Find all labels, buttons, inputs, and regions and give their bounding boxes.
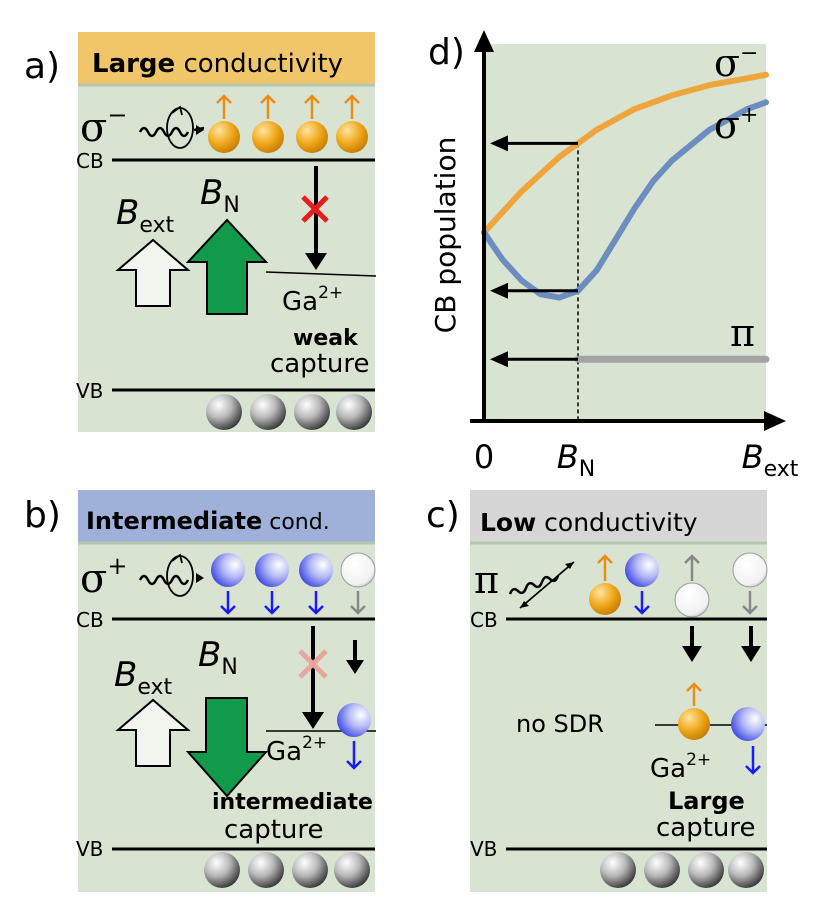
panel-c-background	[470, 490, 767, 892]
b-ext-up-arrow	[115, 238, 191, 307]
empty-state	[732, 552, 768, 588]
empty-state	[674, 582, 710, 618]
capture-arrow	[741, 646, 761, 662]
cb-electrons-a	[208, 94, 368, 153]
b-n-down-arrow	[185, 697, 269, 798]
blocked-cross-icon	[301, 195, 329, 223]
x-tick-bn: BN	[557, 438, 595, 482]
panel-a-header	[78, 32, 375, 84]
panel-c-tag: c)	[426, 495, 460, 536]
electron-spin-up	[208, 121, 240, 153]
vb-label-b: VB	[76, 837, 103, 861]
panel-d: d) CB population 0 BN Bext σ− σ+ π	[428, 30, 799, 482]
small-capture-arrow	[346, 660, 364, 674]
ga-label-c: Ga2+	[650, 750, 711, 784]
electron-spin-up	[296, 121, 328, 153]
capture-word-b: capture	[224, 815, 324, 845]
electron-spin-down	[255, 553, 289, 587]
cb-electrons-b	[211, 552, 376, 615]
b-ext-label-a: Bext	[116, 193, 174, 238]
readout-arrowhead-0	[490, 135, 508, 152]
capture-strength-a: weak	[293, 326, 359, 351]
captured-electron	[337, 703, 371, 737]
cb-electrons-c	[589, 552, 768, 618]
ga-label-a: Ga2+	[282, 283, 343, 317]
capture-word-c: capture	[656, 813, 756, 843]
chart-layer	[481, 71, 770, 421]
panel-d-tag: d)	[428, 32, 465, 73]
linear-polarization-icon	[519, 561, 575, 609]
panel-b-tag: b)	[24, 495, 61, 536]
electron-spin-down	[211, 553, 245, 587]
panel-b-header	[78, 490, 375, 542]
b-n-up-arrow	[185, 218, 269, 315]
photon-wave-icon	[508, 575, 560, 595]
x-label-bext: Bext	[742, 438, 799, 482]
panel-c-polarization: π	[474, 558, 499, 602]
panel-c: c) Low conductivity π CB no SDR	[426, 490, 768, 892]
photon-wave-icon	[138, 126, 190, 138]
series-line-0	[481, 71, 769, 236]
capture-word-a: capture	[270, 349, 370, 379]
y-axis-label: CB population	[429, 137, 462, 334]
y-axis-arrowhead	[474, 30, 494, 52]
b-n-label-a: BN	[200, 173, 240, 218]
spin-up-arrows	[216, 94, 360, 119]
panel-c-header	[470, 490, 767, 542]
panel-a-tag: a)	[24, 46, 60, 87]
series-label-pi: π	[730, 311, 755, 355]
photon-wave-icon	[138, 574, 190, 586]
cb-label-b: CB	[76, 608, 104, 632]
b-ext-up-arrow	[115, 698, 191, 767]
no-sdr-label: no SDR	[516, 710, 604, 738]
vb-label-c: VB	[470, 837, 497, 861]
empty-state	[340, 552, 376, 588]
electron-spin-up	[252, 121, 284, 153]
vb-electrons-b	[204, 852, 370, 888]
panel-a-polarization: σ−	[80, 101, 127, 151]
capture-arrow	[682, 646, 702, 662]
electron-spin-down	[299, 553, 333, 587]
electron-spin-up	[589, 583, 621, 615]
vb-label-a: VB	[76, 379, 103, 403]
x-axis-arrowhead	[764, 411, 786, 431]
series-label-sigma-minus: σ−	[714, 41, 758, 85]
readout-arrowhead-1	[490, 282, 508, 299]
series-label-sigma-plus: σ+	[714, 103, 758, 147]
cb-label-c: CB	[470, 608, 498, 632]
captured-electron-up	[678, 708, 710, 740]
panel-a: a) Large conductivity σ− CB	[24, 32, 377, 432]
panel-a-header-text: Large conductivity	[92, 49, 343, 79]
capture-strength-b: intermediate	[212, 790, 373, 815]
ga-label-b: Ga2+	[266, 733, 327, 767]
capture-strength-c: Large	[668, 787, 745, 815]
panel-b: b) Intermediate cond. σ+ CB	[24, 490, 376, 892]
readout-arrowhead-2	[490, 351, 508, 368]
electron-spin-down	[625, 553, 659, 587]
blocked-cross-icon	[298, 649, 328, 679]
electron-spin-up	[336, 121, 368, 153]
chart-plot-area	[484, 44, 766, 421]
spin-arrow-gray	[350, 591, 366, 615]
captured-electron-down	[731, 707, 765, 741]
b-ext-label-b: Bext	[114, 655, 172, 700]
vb-electrons-a	[206, 394, 372, 430]
x-tick-zero: 0	[474, 438, 494, 476]
panel-b-header-text: Intermediate cond.	[86, 507, 330, 535]
ga-level-line	[265, 271, 377, 277]
b-n-label-b: BN	[198, 635, 238, 680]
vb-electrons-c	[600, 852, 764, 888]
panel-b-polarization: σ+	[80, 552, 127, 602]
panel-c-header-text: Low conductivity	[480, 508, 698, 537]
spin-down-arrows	[220, 591, 324, 615]
cb-label-a: CB	[76, 149, 104, 173]
series-line-1	[481, 99, 769, 301]
